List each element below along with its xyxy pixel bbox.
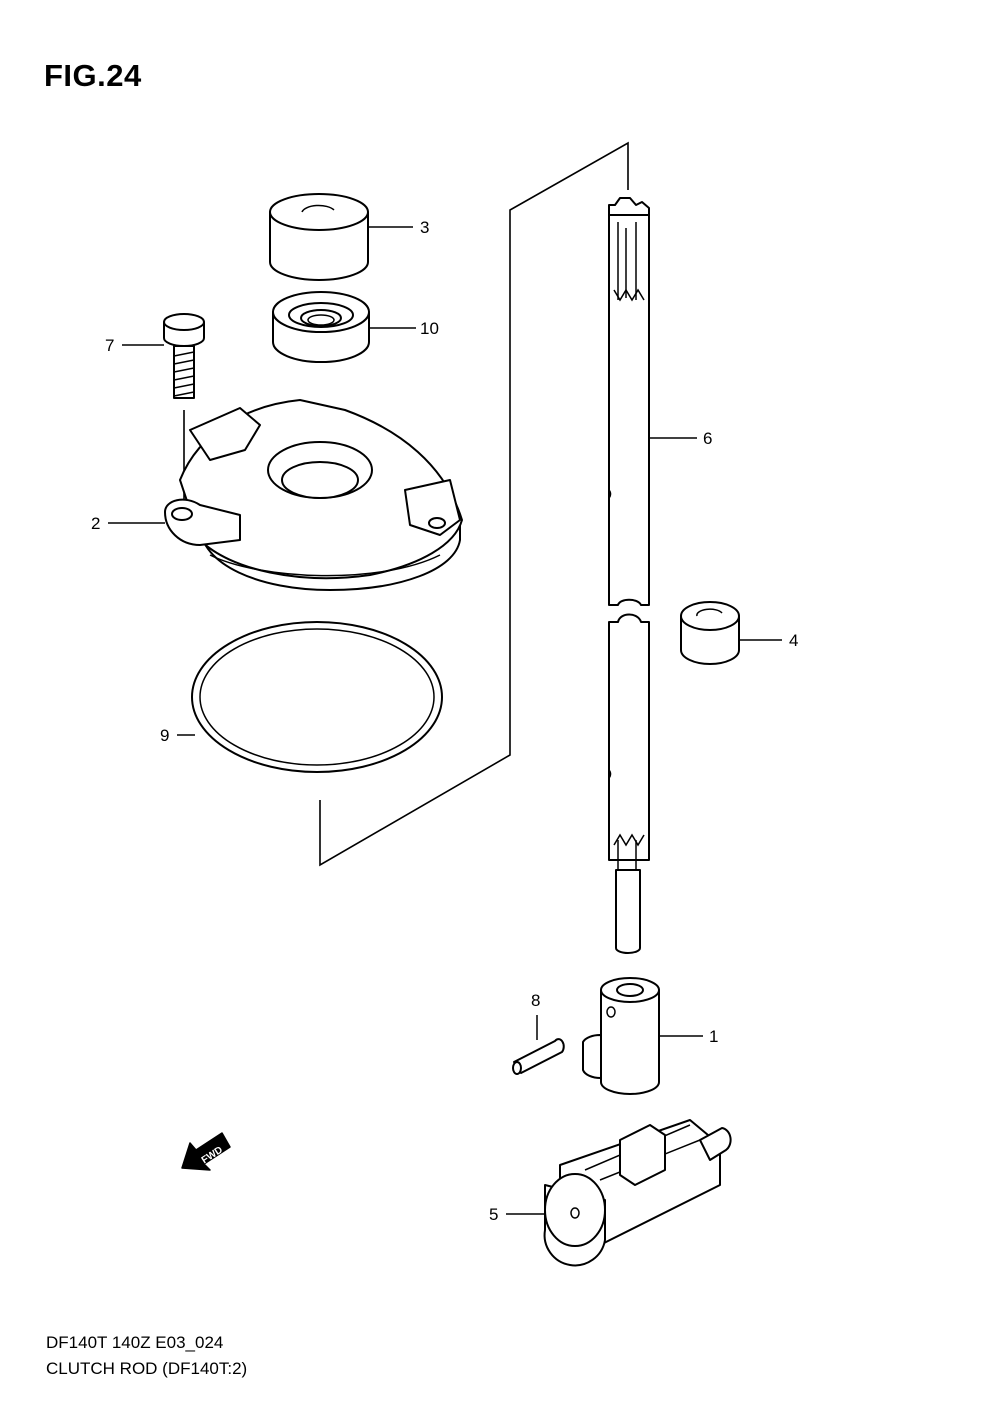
footer-model-code: DF140T 140Z E03_024: [46, 1333, 224, 1352]
callout-2: 2: [91, 514, 100, 533]
part-7-bolt: [163, 313, 205, 510]
part-5-shift-cam: [543, 1119, 732, 1267]
callout-6: 6: [703, 429, 712, 448]
part-6-clutch-rod: [608, 197, 650, 954]
part-8-pin: [512, 1015, 565, 1075]
callout-8: 8: [531, 991, 540, 1010]
callout-5: 5: [489, 1205, 498, 1224]
part-2-housing: [164, 399, 463, 591]
callout-3: 3: [420, 218, 429, 237]
part-4-collar: [680, 601, 740, 665]
fwd-arrow-icon: FWD: [181, 1132, 231, 1171]
footer-diagram-name: CLUTCH ROD (DF140T:2): [46, 1359, 248, 1378]
part-3-bushing: [269, 193, 369, 281]
figure-title: FIG.24: [44, 58, 142, 93]
callout-10: 10: [420, 319, 439, 338]
callout-1: 1: [709, 1027, 718, 1046]
callout-7: 7: [105, 336, 114, 355]
callout-9: 9: [160, 726, 169, 745]
part-1-connector: [582, 977, 660, 1095]
part-9-o-ring: [191, 621, 443, 773]
part-10-oil-seal: [272, 291, 370, 363]
leader-lines: [108, 226, 782, 1215]
callout-4: 4: [789, 631, 798, 650]
group-bracket: [319, 141, 629, 867]
